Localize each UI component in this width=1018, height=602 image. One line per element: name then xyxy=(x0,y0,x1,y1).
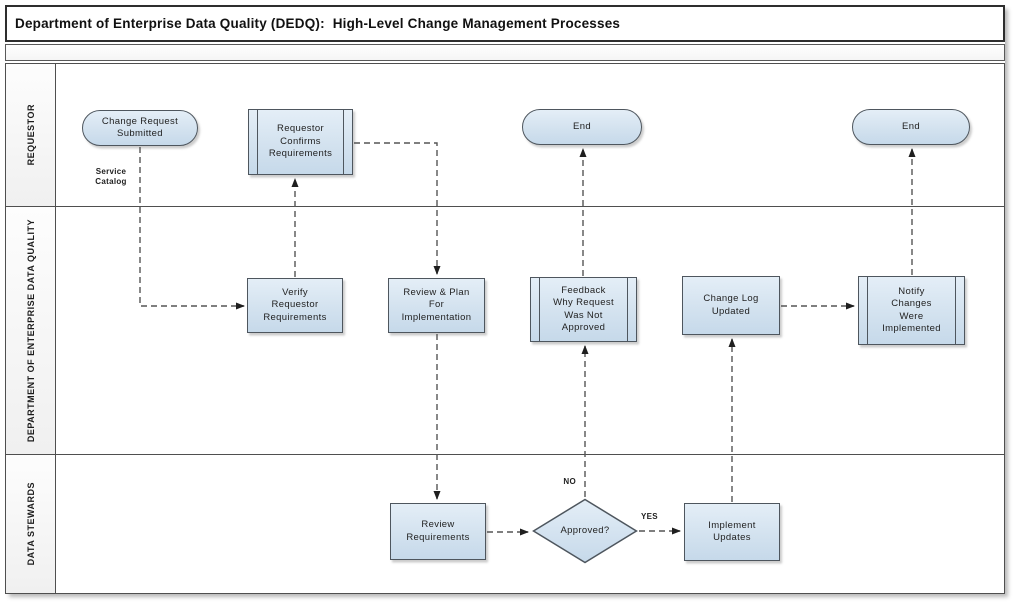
node-label: Requestor Confirms Requirements xyxy=(268,123,333,160)
edge-label-yes: YES xyxy=(641,512,658,521)
node-label: Feedback Why Request Was Not Approved xyxy=(553,284,614,333)
lane-dedq: DEPARTMENT OF ENTERPRISE DATA QUALITY xyxy=(5,206,1005,455)
node-implement-updates: Implement Updates xyxy=(684,503,780,561)
lane-dedq-header: DEPARTMENT OF ENTERPRISE DATA QUALITY xyxy=(6,207,56,454)
node-label: Review & Plan For Implementation xyxy=(401,286,472,323)
node-review-requirements: Review Requirements xyxy=(390,503,486,560)
node-label: End xyxy=(902,120,920,132)
node-label: Implement Updates xyxy=(708,519,756,543)
node-end-2: End xyxy=(852,109,970,145)
node-review-plan-for-implementation: Review & Plan For Implementation xyxy=(388,278,485,333)
edge-label-service-catalog: Service Catalog xyxy=(95,167,127,186)
phase-band xyxy=(5,44,1005,61)
node-label: Verify Requestor Requirements xyxy=(263,286,327,323)
node-end-1: End xyxy=(522,109,642,145)
lane-requestor-label: REQUESTOR xyxy=(25,104,36,166)
node-label: Change Request Submitted xyxy=(101,115,179,139)
lane-data-stewards-header: DATA STEWARDS xyxy=(6,455,56,593)
lane-dedq-label: DEPARTMENT OF ENTERPRISE DATA QUALITY xyxy=(25,218,36,443)
node-approved-decision: Approved? xyxy=(532,498,638,564)
node-label: Approved? xyxy=(560,524,610,536)
lane-data-stewards-label: DATA STEWARDS xyxy=(25,482,36,566)
decision-diamond-shape xyxy=(532,498,638,564)
page-title: Department of Enterprise Data Quality (D… xyxy=(15,16,621,31)
node-label: Review Requirements xyxy=(406,519,470,543)
node-requestor-confirms-requirements: Requestor Confirms Requirements xyxy=(248,109,353,175)
lane-data-stewards: DATA STEWARDS xyxy=(5,454,1005,594)
diagram-title-bar: Department of Enterprise Data Quality (D… xyxy=(5,5,1005,42)
node-verify-requestor-requirements: Verify Requestor Requirements xyxy=(247,278,343,333)
node-label: Change Log Updated xyxy=(703,293,759,317)
node-change-log-updated: Change Log Updated xyxy=(682,276,780,335)
node-label: End xyxy=(573,120,591,132)
lane-requestor-header: REQUESTOR xyxy=(6,64,56,206)
node-label: Notify Changes Were Implemented xyxy=(882,285,941,334)
node-feedback-why-request-was-not-approved: Feedback Why Request Was Not Approved xyxy=(530,277,637,342)
node-change-request-submitted: Change Request Submitted xyxy=(82,110,198,146)
node-notify-changes-were-implemented: Notify Changes Were Implemented xyxy=(858,276,965,345)
edge-label-no: NO xyxy=(563,477,576,486)
